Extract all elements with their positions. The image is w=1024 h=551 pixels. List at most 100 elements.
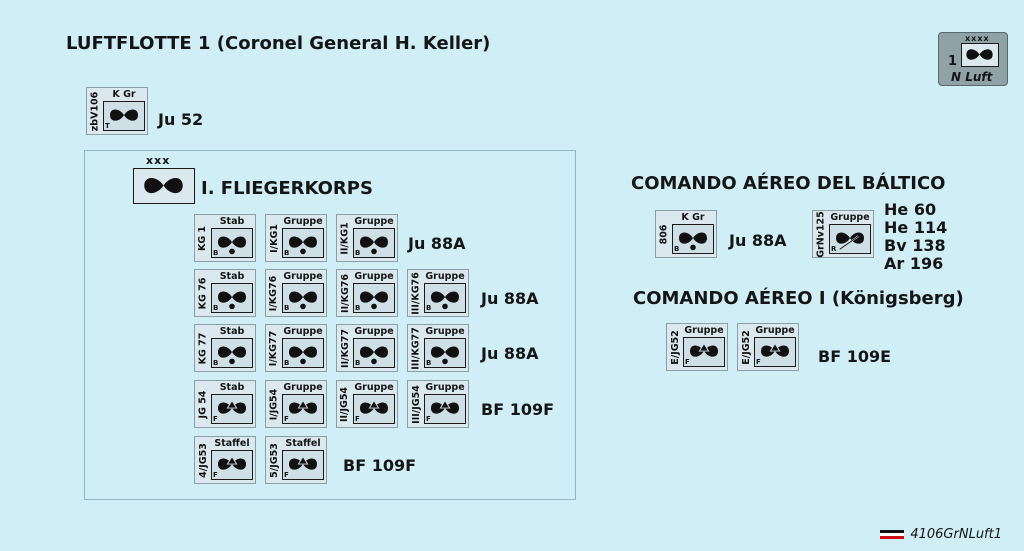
unit-symbol: R — [829, 224, 871, 254]
unit-symbol: F — [211, 394, 253, 424]
unit-size: Stab — [219, 326, 245, 337]
aircraft-label: Ju 88A — [481, 289, 539, 308]
unit-type-letter: T — [105, 122, 110, 130]
unit-size: Stab — [219, 271, 245, 282]
unit-symbol: F — [282, 394, 324, 424]
unit-designation: 4/JG53 — [197, 442, 209, 478]
unit-size: Staffel — [214, 438, 250, 449]
unit-designation: II/KG76 — [339, 273, 351, 313]
unit-designation: KG 77 — [197, 332, 209, 364]
unit-type-letter: F — [426, 415, 431, 423]
unit-type-letter: F — [355, 415, 360, 423]
propeller-icon — [966, 49, 993, 60]
unit-designation: zbV106 — [89, 91, 101, 131]
unit-type-letter: R — [831, 245, 837, 253]
fighter-symbol-icon — [761, 342, 789, 357]
unit-symbol: B — [211, 283, 253, 313]
unit-symbol: B — [672, 224, 714, 254]
unit-type-letter: B — [426, 359, 432, 367]
unit-symbol: B — [211, 338, 253, 368]
unit-type-letter: B — [674, 245, 680, 253]
fliegerkorps-frame — [84, 150, 576, 500]
unit-type-letter: F — [284, 471, 289, 479]
unit-symbol: B — [282, 338, 324, 368]
unit-designation: I/KG77 — [268, 330, 280, 366]
aircraft-label: Ju 88A — [408, 234, 466, 253]
aircraft-label: BF 109F — [343, 456, 417, 475]
unit-type-letter: B — [284, 304, 290, 312]
corps-name: I. FLIEGERKORPS — [201, 178, 373, 199]
unit-symbol: F — [424, 394, 466, 424]
unit-symbol: B — [424, 338, 466, 368]
bomber-symbol-icon — [218, 236, 246, 255]
unit-type-letter: B — [355, 359, 361, 367]
bomber-symbol-icon — [218, 346, 246, 365]
unit-size: Gruppe — [283, 382, 323, 393]
bomber-symbol-icon — [360, 236, 388, 255]
unit-designation: E/JG52 — [740, 329, 752, 365]
unit-size: Gruppe — [354, 216, 394, 227]
aircraft-label: Ju 88A — [729, 231, 787, 250]
unit-symbol: F — [282, 450, 324, 480]
unit-size: Stab — [219, 216, 245, 227]
bomber-symbol-icon — [431, 346, 459, 365]
transport-symbol-icon — [110, 109, 138, 121]
unit-designation: III/KG77 — [410, 326, 422, 370]
unit-designation: III/JG54 — [410, 384, 422, 424]
unit-symbol: B — [282, 283, 324, 313]
flag-icon — [880, 529, 905, 540]
unit-designation: JG 54 — [197, 390, 209, 418]
unit-designation: GrNv125 — [815, 210, 827, 258]
unit-size: Gruppe — [684, 325, 724, 336]
unit-symbol: B — [424, 283, 466, 313]
bomber-symbol-icon — [360, 291, 388, 310]
unit-size: Stab — [219, 382, 245, 393]
unit-size: Gruppe — [755, 325, 795, 336]
unit-type-letter: F — [685, 358, 690, 366]
bomber-symbol-icon — [289, 236, 317, 255]
unit-designation: E/JG52 — [669, 329, 681, 365]
unit-size: Gruppe — [425, 326, 465, 337]
bomber-symbol-icon — [360, 346, 388, 365]
unit-type-letter: F — [213, 415, 218, 423]
aircraft-label: BF 109E — [818, 347, 892, 366]
fighter-symbol-icon — [289, 455, 317, 470]
unit-type-letter: F — [213, 471, 218, 479]
bomber-symbol-icon — [289, 346, 317, 365]
fighter-symbol-icon — [218, 455, 246, 470]
unit-designation: I/KG1 — [268, 223, 280, 253]
fighter-symbol-icon — [218, 399, 246, 414]
unit-type-letter: B — [284, 359, 290, 367]
unit-size: K Gr — [681, 212, 705, 223]
unit-symbol: B — [353, 228, 395, 258]
unit-symbol: B — [282, 228, 324, 258]
unit-size: Gruppe — [425, 382, 465, 393]
unit-type-letter: F — [756, 358, 761, 366]
propeller-icon — [144, 177, 183, 194]
aircraft-label: Ju 88A — [481, 344, 539, 363]
unit-size: Staffel — [285, 438, 321, 449]
footer-code: 4106GrNLuft1 — [880, 527, 1002, 542]
fighter-symbol-icon — [431, 399, 459, 414]
luftflotte-counter: xxxx 1 N Luft — [938, 32, 1008, 86]
aircraft-label: Ar 196 — [884, 254, 944, 273]
unit-symbol: F — [683, 337, 725, 367]
unit-designation: II/JG54 — [339, 386, 351, 422]
unit-designation: III/KG76 — [410, 271, 422, 315]
corps-symbol — [133, 168, 195, 204]
recon-aircraft-list: He 60 He 114 Bv 138 Ar 196 — [884, 201, 947, 273]
unit-designation: I/KG76 — [268, 275, 280, 311]
unit-symbol: F — [353, 394, 395, 424]
